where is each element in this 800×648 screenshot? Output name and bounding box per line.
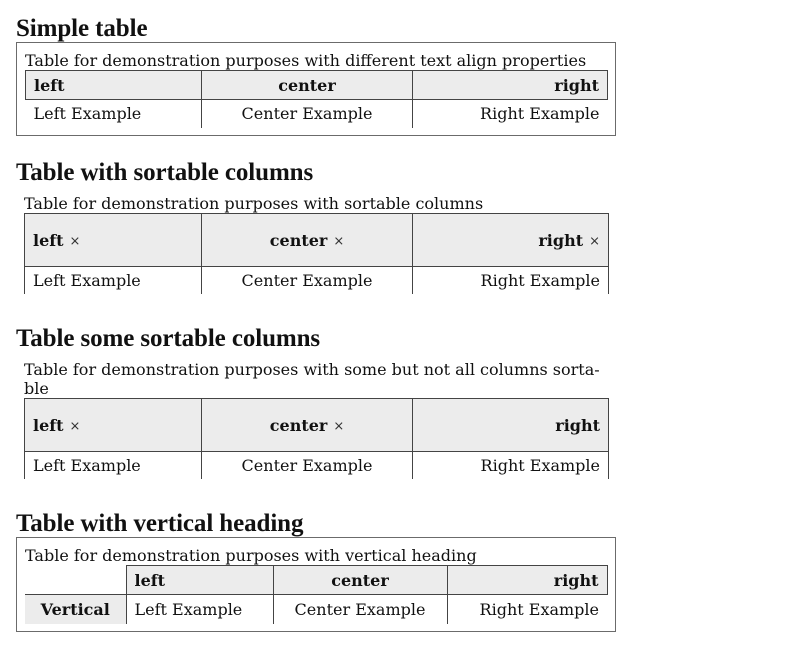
cell-center: Center Example bbox=[272, 594, 447, 624]
cell-left: Left Example bbox=[125, 594, 273, 624]
vertical-heading-table: left center right Vertical Left Example … bbox=[25, 565, 608, 624]
sortable-header-left[interactable]: left ⨯ bbox=[24, 213, 202, 267]
cell-left: Left Example bbox=[24, 266, 202, 294]
some-sortable-table: left ⨯ center ⨯ right Left Example Center … bbox=[24, 398, 609, 479]
simple-table-caption: Table for demonstration purposes with di… bbox=[25, 51, 587, 70]
section-heading-vertical: Table with vertical heading bbox=[16, 510, 304, 537]
row-header-vertical: Vertical bbox=[25, 594, 126, 624]
table-row: Left Example Center Example Right Exampl… bbox=[24, 451, 609, 479]
vertical-table-frame bbox=[16, 537, 616, 632]
sort-icon[interactable]: ⨯ bbox=[333, 418, 345, 434]
column-header-center: center bbox=[201, 70, 413, 100]
cell-center: Center Example bbox=[201, 266, 413, 294]
cell-right: Right Example bbox=[412, 99, 608, 128]
sort-icon[interactable]: ⨯ bbox=[69, 233, 81, 249]
header-label: right bbox=[538, 230, 584, 250]
header-label: left bbox=[33, 230, 64, 250]
sort-icon[interactable]: ⨯ bbox=[589, 233, 600, 249]
column-header-left: left bbox=[25, 70, 202, 100]
sortable-header-right[interactable]: right ⨯ bbox=[412, 213, 609, 267]
cell-right: Right Example bbox=[412, 451, 609, 479]
sortable-header-center[interactable]: center ⨯ bbox=[201, 398, 413, 452]
sortable-table: left ⨯ center ⨯ right ⨯ Left Example Center… bbox=[24, 213, 609, 294]
cell-center: Center Example bbox=[201, 99, 413, 128]
simple-table: left center right Left Example Center Ex… bbox=[25, 70, 608, 128]
some-sortable-caption-line2: ble bbox=[24, 379, 49, 398]
section-heading-sortable: Table with sortable columns bbox=[16, 159, 314, 186]
column-header-right: right bbox=[412, 70, 608, 100]
column-header-center: center bbox=[272, 565, 447, 595]
vertical-table-caption: Table for demonstration purposes with ve… bbox=[25, 546, 477, 565]
header-label: center bbox=[269, 415, 328, 435]
header-label: left bbox=[33, 415, 64, 435]
cell-right: Right Example bbox=[412, 266, 609, 294]
cell-left: Left Example bbox=[33, 104, 142, 124]
section-heading-some-sortable: Table some sortable columns bbox=[16, 325, 321, 352]
table-row: Left Example Center Example Right Exampl… bbox=[26, 99, 608, 128]
sortable-header-left[interactable]: left ⨯ bbox=[24, 398, 202, 452]
some-sortable-caption-line1: Table for demonstration purposes with so… bbox=[24, 360, 600, 379]
cell-center: Center Example bbox=[201, 451, 413, 479]
table-row: Vertical Left Example Center Example Rig… bbox=[25, 594, 607, 624]
cell-right: Right Example bbox=[446, 594, 607, 624]
column-header-right: right bbox=[412, 398, 609, 452]
sortable-table-caption: Table for demonstration purposes with so… bbox=[24, 194, 484, 213]
sort-icon[interactable]: ⨯ bbox=[333, 233, 345, 249]
table-row: Left Example Center Example Right Exampl… bbox=[24, 266, 609, 294]
column-header-right: right bbox=[446, 565, 608, 595]
section-heading-simple-table: Simple table bbox=[16, 15, 148, 42]
header-label: center bbox=[269, 230, 328, 250]
simple-table-frame bbox=[16, 42, 616, 136]
column-header-left: left bbox=[125, 565, 273, 595]
cell-left: Left Example bbox=[24, 451, 202, 479]
empty-corner-cell bbox=[25, 565, 126, 595]
sort-icon[interactable]: ⨯ bbox=[69, 418, 81, 434]
sortable-header-center[interactable]: center ⨯ bbox=[201, 213, 413, 267]
